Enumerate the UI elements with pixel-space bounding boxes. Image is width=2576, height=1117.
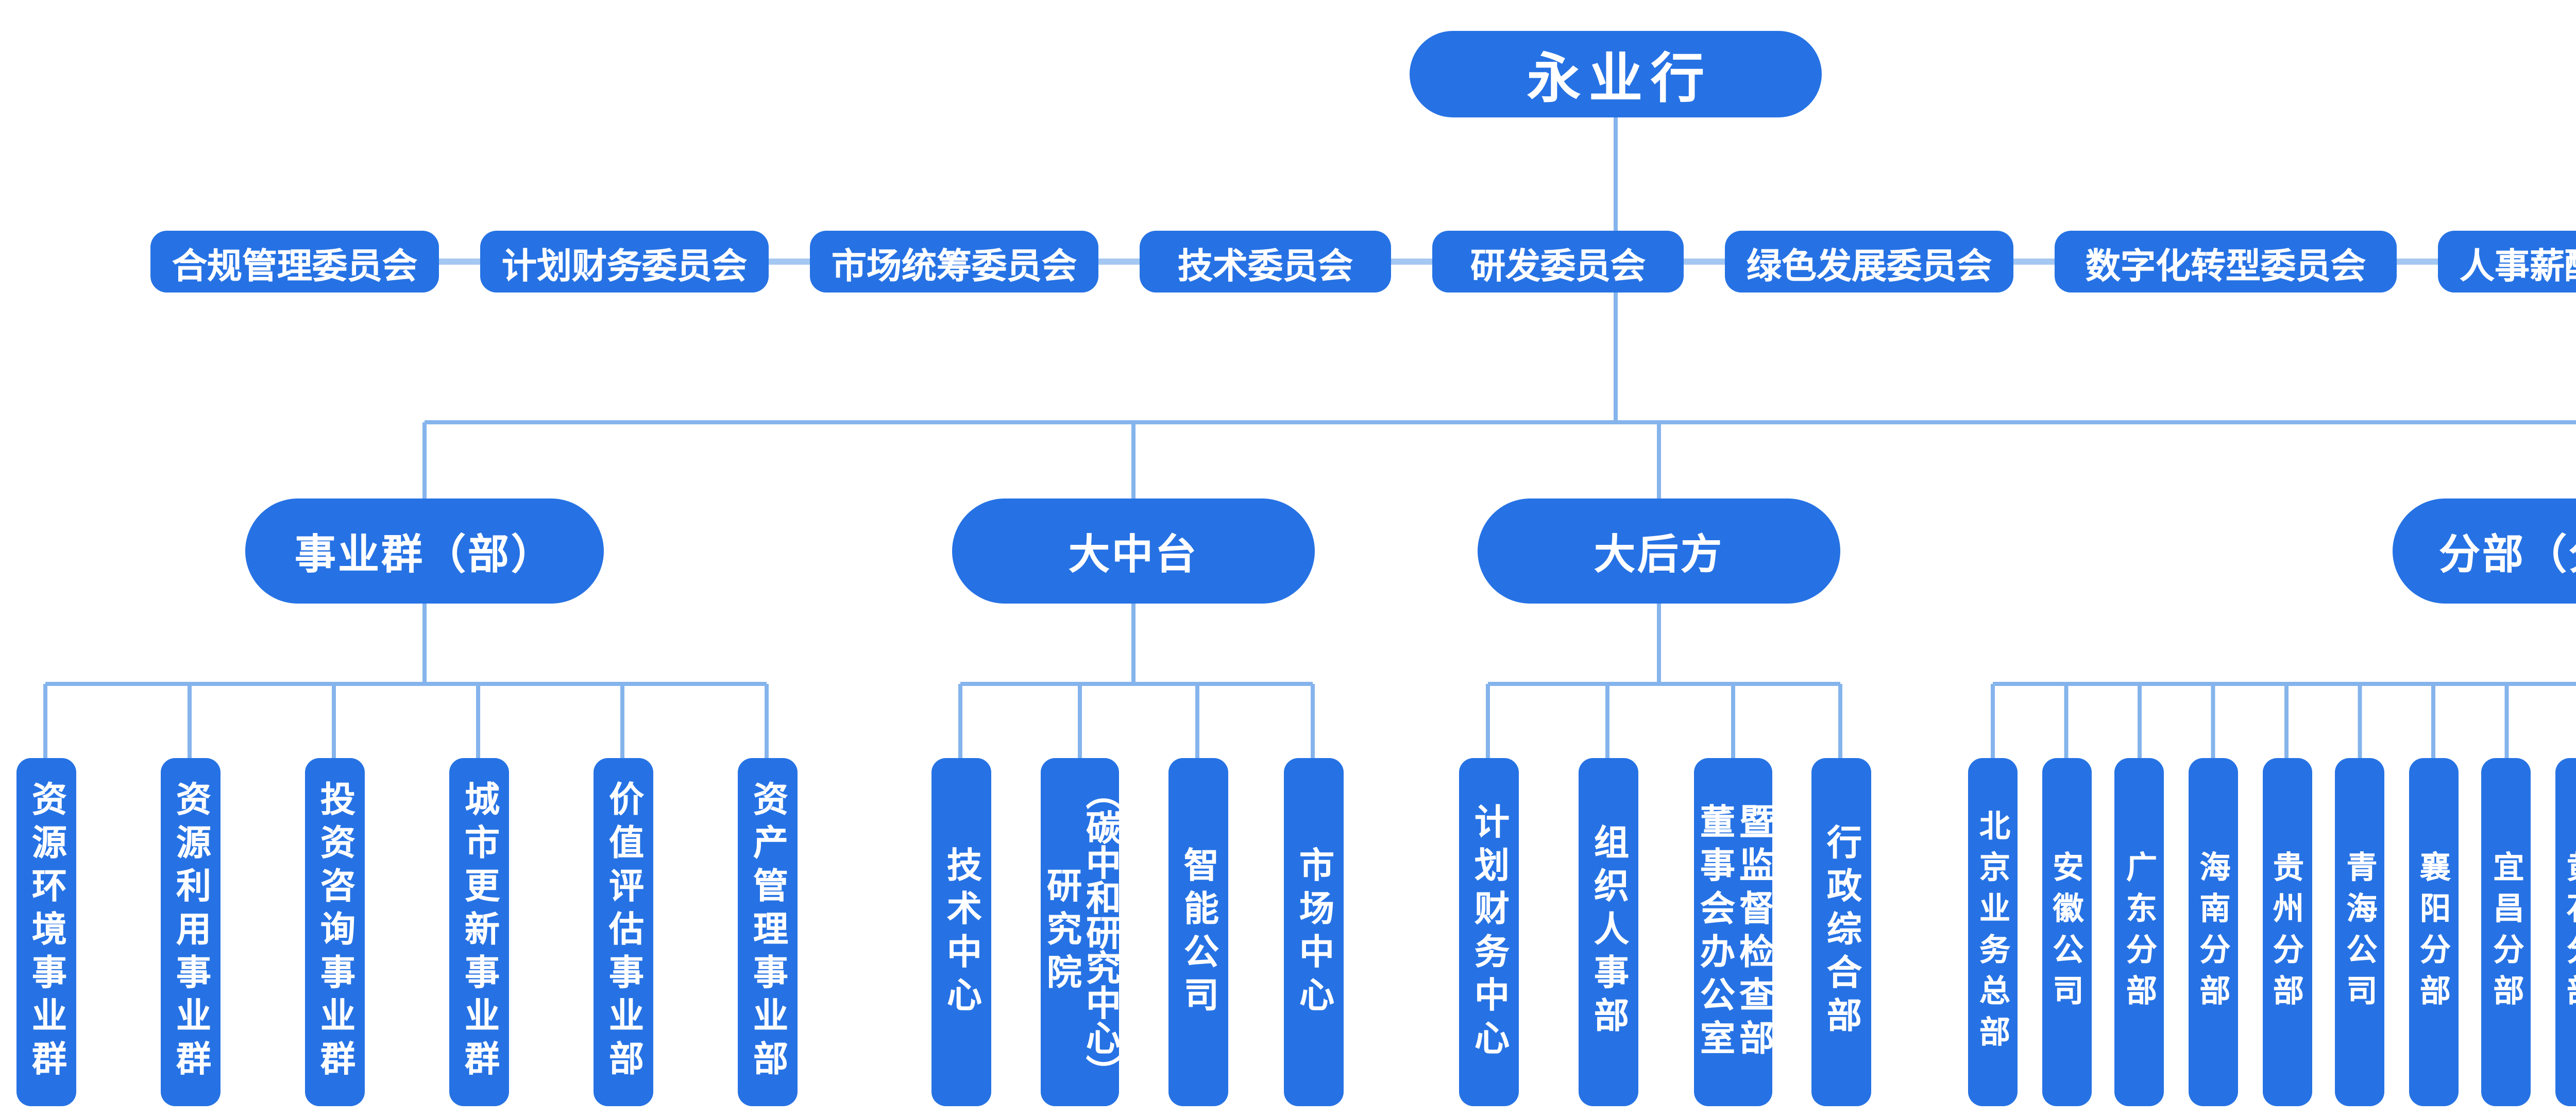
child-node-text-column: 宜昌分部 (2489, 850, 2524, 1015)
committee-box: 市场统筹委员会 (810, 231, 1098, 293)
group-pill: 分部（分公司） (2393, 499, 2576, 604)
child-node-text-column: 价值评估事业部 (603, 781, 642, 1084)
child-node: 投资咨询事业群 (304, 758, 364, 1106)
child-node-text-column: 研究院 (1041, 867, 1080, 997)
committee-box: 数字化转型委员会 (2055, 231, 2397, 293)
child-node: 黄石分部 (2555, 758, 2576, 1106)
child-node: 广东分部 (2115, 758, 2164, 1106)
child-node: 价值评估事业部 (592, 758, 652, 1106)
committee-box: 人事薪酬委员会 (2438, 231, 2576, 293)
child-node: 研究院（碳中和研究中心） (1041, 758, 1119, 1106)
child-node: 智能公司 (1167, 758, 1227, 1106)
committee-box: 研发委员会 (1432, 231, 1684, 293)
child-node: 青海公司 (2335, 758, 2385, 1106)
committee-box: 技术委员会 (1140, 231, 1391, 293)
child-node-text-column: 襄阳分部 (2416, 850, 2451, 1015)
child-node: 计划财务中心 (1458, 758, 1518, 1106)
child-node: 海南分部 (2188, 758, 2238, 1106)
child-node-text-column: 资产管理事业部 (747, 781, 786, 1084)
group-pill: 事业群（部） (245, 499, 604, 604)
child-node: 襄阳分部 (2409, 758, 2458, 1106)
child-node-text-column: 广东分部 (2122, 850, 2157, 1015)
child-node-text-column: 董事会办公室 (1694, 802, 1733, 1062)
child-node: 技术中心 (930, 758, 990, 1106)
child-node-text-column: 计划财务中心 (1468, 802, 1507, 1062)
child-node-text-column: 安徽公司 (2048, 850, 2084, 1015)
child-node-text-column: 资源利用事业群 (170, 781, 209, 1084)
child-node: 董事会办公室暨监督检查部 (1694, 758, 1772, 1106)
child-node: 资源利用事业群 (160, 758, 219, 1106)
child-node: 资源环境事业群 (15, 758, 75, 1106)
child-node-text-column: 投资咨询事业群 (314, 781, 353, 1084)
child-node: 北京业务总部 (1968, 758, 2018, 1106)
child-node: 组织人事部 (1578, 758, 1637, 1106)
child-node: 资产管理事业部 (737, 758, 796, 1106)
child-node-text-column: （碳中和研究中心） (1080, 775, 1119, 1090)
child-node: 安徽公司 (2041, 758, 2091, 1106)
child-node-text-column: 黄石分部 (2563, 850, 2576, 1015)
child-node-text-column: 暨监督检查部 (1733, 802, 1772, 1062)
committee-box: 合规管理委员会 (150, 231, 439, 293)
child-node-text-column: 技术中心 (941, 846, 980, 1019)
child-node-text-column: 资源环境事业群 (26, 781, 65, 1084)
child-node: 市场中心 (1283, 758, 1343, 1106)
group-pill: 大中台 (952, 499, 1315, 604)
child-node-text-column: 行政综合部 (1821, 824, 1860, 1040)
child-node-text-column: 智能公司 (1178, 846, 1217, 1019)
child-node-text-column: 城市更新事业群 (459, 781, 498, 1084)
child-node-text-column: 贵州分部 (2269, 850, 2304, 1015)
child-node: 贵州分部 (2262, 758, 2311, 1106)
child-node-text-column: 青海公司 (2342, 850, 2378, 1015)
group-pill: 大后方 (1478, 499, 1840, 604)
child-node: 城市更新事业群 (448, 758, 508, 1106)
committee-box: 计划财务委员会 (480, 231, 769, 293)
child-node: 宜昌分部 (2482, 758, 2532, 1106)
child-node-text-column: 市场中心 (1293, 846, 1332, 1019)
root-node: 永业行 (1410, 31, 1822, 117)
child-node-text-column: 北京业务总部 (1975, 809, 2010, 1056)
committee-box: 绿色发展委员会 (1725, 231, 2013, 293)
child-node-text-column: 海南分部 (2195, 850, 2231, 1015)
child-node-text-column: 组织人事部 (1588, 824, 1627, 1040)
child-node: 行政综合部 (1810, 758, 1870, 1106)
